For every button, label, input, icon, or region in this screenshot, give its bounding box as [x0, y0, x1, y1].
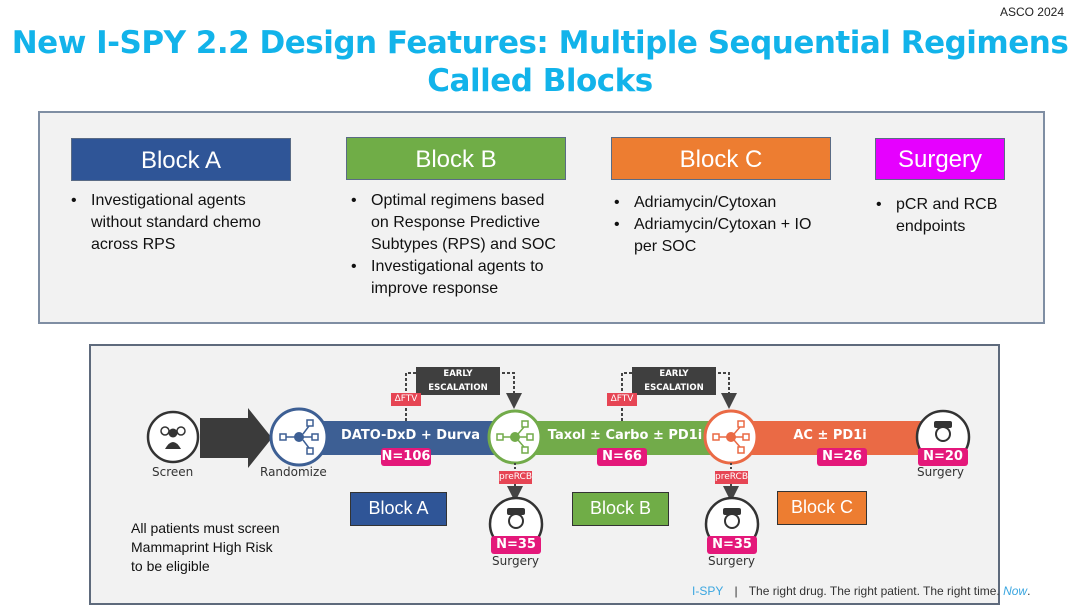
block-b-randomize-icon	[487, 409, 543, 465]
block-a-regimen: DATO-DxD + Durva	[340, 428, 480, 443]
title-line-2: Called Blocks	[427, 63, 653, 99]
screen-to-randomize-arrow	[200, 408, 272, 468]
bullet: Investigational agents to improve respon…	[349, 256, 559, 300]
trial-flow-diagram	[89, 344, 1000, 605]
delta-ftv-tag-a: ΔFTV	[391, 393, 421, 406]
bullet: pCR and RCB endpoints	[874, 194, 1024, 238]
block-a-header: Block A	[71, 138, 291, 181]
title-line-1: New I-SPY 2.2 Design Features: Multiple …	[11, 25, 1069, 61]
footer-separator: |	[734, 584, 738, 598]
block-a-n-badge: N=106	[381, 448, 431, 466]
footer-period: .	[1027, 584, 1031, 598]
final-surgery-caption: Surgery	[917, 465, 964, 479]
footer-tagline: I-SPY | The right drug. The right patien…	[692, 584, 1030, 598]
blocks-summary-panel: Block A Investigational agents without s…	[38, 111, 1045, 324]
conference-label: ASCO 2024	[999, 5, 1064, 19]
bullet: Optimal regimens based on Response Predi…	[349, 190, 559, 256]
block-b-bullets: Optimal regimens based on Response Predi…	[349, 190, 559, 300]
note-line: Mammaprint High Risk	[131, 539, 273, 555]
surgery-header: Surgery	[875, 138, 1005, 180]
surgery-a-n-badge: N=35	[491, 536, 541, 554]
block-c-label: Block C	[777, 491, 867, 525]
block-b-label: Block B	[572, 492, 669, 526]
randomize-icon	[269, 407, 329, 467]
surgery-a-caption: Surgery	[492, 554, 539, 568]
early-escalation-label-b: EARLY ESCALATION	[632, 367, 716, 395]
block-c-regimen: AC ± PD1i	[793, 428, 867, 443]
delta-ftv-tag-b: ΔFTV	[607, 393, 637, 406]
note-line: to be eligible	[131, 558, 210, 574]
surgery-b-n-badge: N=35	[707, 536, 757, 554]
final-surgery-n-badge: N=20	[918, 448, 968, 466]
bullet: Adriamycin/Cytoxan	[612, 192, 822, 214]
prercb-tag-b: preRCB	[715, 471, 749, 484]
footer-tagline-text: The right drug. The right patient. The r…	[748, 584, 1004, 598]
screen-icon	[146, 410, 200, 464]
surgery-b-caption: Surgery	[708, 554, 755, 568]
note-line: All patients must screen	[131, 520, 280, 536]
block-c-header: Block C	[611, 137, 831, 180]
footer-tagline-now: Now	[1003, 584, 1028, 598]
bullet: Investigational agents without standard …	[69, 190, 269, 256]
block-b-regimen: Taxol ± Carbo ± PD1i	[547, 428, 703, 443]
prercb-tag-a: preRCB	[499, 471, 533, 484]
block-c-n-badge: N=26	[817, 448, 867, 466]
block-a-label: Block A	[350, 492, 447, 526]
surgery-bullets: pCR and RCB endpoints	[874, 194, 1024, 238]
block-c-bullets: Adriamycin/Cytoxan Adriamycin/Cytoxan + …	[612, 192, 822, 258]
block-c-randomize-icon	[703, 409, 759, 465]
screen-caption: Screen	[152, 465, 194, 479]
eligibility-note: All patients must screen Mammaprint High…	[131, 519, 280, 576]
block-a-bullets: Investigational agents without standard …	[69, 190, 269, 256]
footer-brand: I-SPY	[692, 584, 724, 598]
block-b-n-badge: N=66	[597, 448, 647, 466]
bullet: Adriamycin/Cytoxan + IO per SOC	[612, 214, 822, 258]
slide-title: New I-SPY 2.2 Design Features: Multiple …	[0, 24, 1080, 100]
block-b-header: Block B	[346, 137, 566, 180]
randomize-caption: Randomize	[260, 465, 327, 479]
early-escalation-label-a: EARLY ESCALATION	[416, 367, 500, 395]
